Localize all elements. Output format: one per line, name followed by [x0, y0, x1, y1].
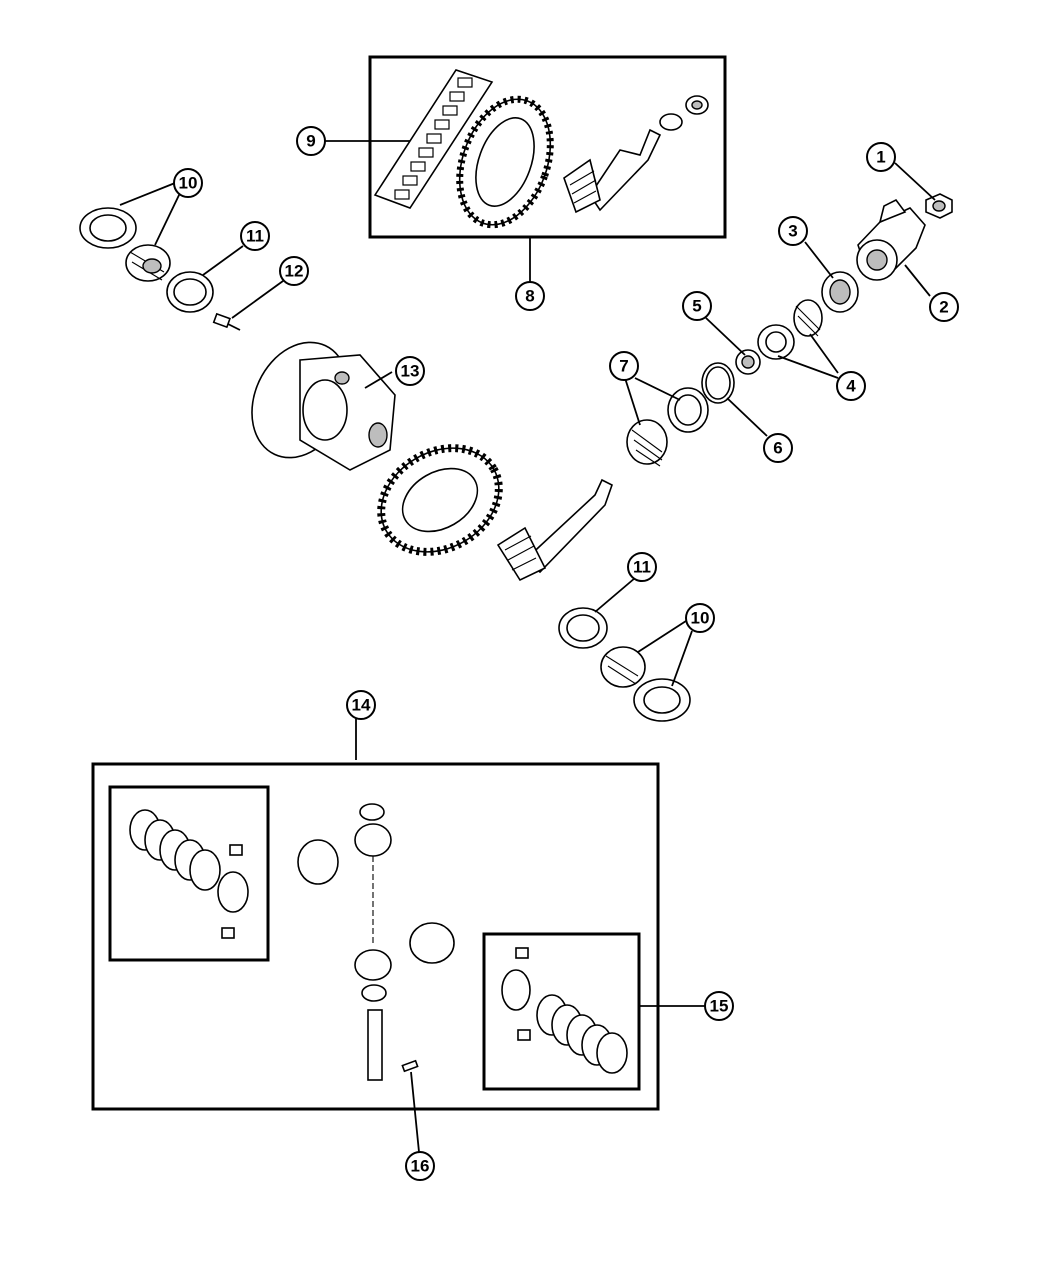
callout-label: 12	[285, 262, 304, 281]
callout-4: 4	[836, 371, 866, 401]
carrier-bearing-cup-left	[79, 207, 137, 249]
ring-gear	[377, 444, 503, 556]
callout-8: 8	[515, 281, 545, 311]
callout-label: 13	[401, 362, 420, 381]
callout-10-upper: 10	[173, 168, 203, 198]
callout-9: 9	[296, 126, 326, 156]
callout-16: 16	[405, 1151, 435, 1181]
callout-label: 9	[306, 132, 315, 151]
clutch-pack-right	[501, 947, 628, 1074]
leader-lines	[119, 140, 936, 1153]
callout-15: 15	[704, 991, 734, 1021]
collapsible-spacer	[735, 349, 761, 375]
callout-label: 5	[692, 297, 701, 316]
pinion-nut	[925, 193, 953, 219]
callout-label: 1	[876, 148, 885, 167]
callout-label: 6	[773, 439, 782, 458]
callout-label: 11	[246, 227, 264, 246]
callout-label: 15	[710, 997, 729, 1016]
callout-label: 10	[691, 609, 710, 628]
differential-case	[251, 341, 396, 471]
callout-5: 5	[682, 291, 712, 321]
callout-label: 4	[846, 377, 856, 396]
ring-gear-kit	[456, 95, 554, 229]
callout-10-lower: 10	[685, 603, 715, 633]
differential-internals-box	[91, 762, 660, 1111]
companion-flange-yoke	[856, 198, 926, 281]
callout-14: 14	[346, 690, 376, 720]
pinion-bearing-cone-inner	[626, 419, 668, 467]
pinion-seal	[821, 271, 859, 313]
callout-3: 3	[778, 216, 808, 246]
callout-label: 2	[939, 298, 948, 317]
callout-label: 16	[411, 1157, 430, 1176]
clutch-pack-left	[129, 809, 249, 939]
callout-2: 2	[929, 292, 959, 322]
callout-12: 12	[279, 256, 309, 286]
carrier-shim-left	[166, 271, 214, 313]
clutch-pack-box-right	[482, 932, 641, 1091]
pinion-bearing-cup-inner	[667, 387, 709, 433]
clutch-pack-box-left	[108, 785, 270, 962]
callout-label: 3	[788, 222, 797, 241]
callout-11-upper: 11	[240, 221, 270, 251]
drive-pinion	[496, 478, 613, 582]
callout-label: 8	[525, 287, 534, 306]
callout-label: 7	[619, 357, 628, 376]
ring-pinion-kit-box	[368, 55, 727, 239]
callout-label: 10	[179, 174, 198, 193]
pinion-bearing-cup-outer	[757, 324, 795, 360]
carrier-bearing-cone-left	[125, 244, 171, 282]
callout-label: 11	[633, 558, 651, 577]
pinion-nut-kit	[659, 95, 709, 131]
carrier-bearing-cup-right	[633, 678, 691, 722]
pinion-gear-kit	[563, 128, 662, 214]
callout-1: 1	[866, 142, 896, 172]
callout-label: 14	[352, 696, 371, 715]
carrier-shim-right	[558, 607, 608, 649]
callout-13: 13	[395, 356, 425, 386]
callout-7: 7	[609, 351, 639, 381]
callout-6: 6	[763, 433, 793, 463]
callout-11-lower: 11	[627, 552, 657, 582]
ring-gear-bolt	[212, 312, 241, 331]
pinion-shim	[701, 362, 735, 404]
bolt-strip	[373, 69, 494, 209]
pinion-bearing-cone-outer	[793, 299, 823, 337]
side-gears-pinions	[297, 803, 455, 1081]
carrier-bearing-cone-right	[600, 646, 646, 688]
